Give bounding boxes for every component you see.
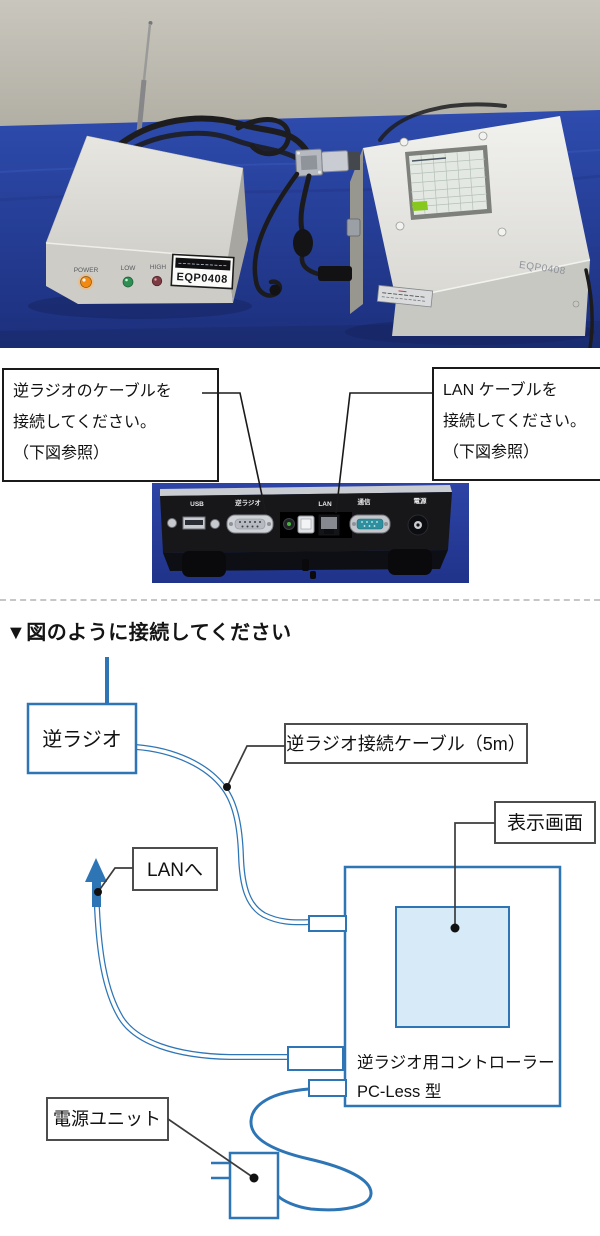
power-plug-photo [318,266,352,281]
connector-radio [308,915,347,932]
power-led-icon [78,274,94,290]
callout-lan-line2: 接続してください。 [443,413,587,430]
radio-unit-label: 逆ラジオ [42,728,122,751]
led-label-power: POWER [74,267,99,274]
product-photo: POWER LOW HIGH [0,0,600,348]
cable-radio-to-controller [133,744,313,926]
callout-lan-line3: （下図参照） [443,444,540,461]
controller-label-2: PC-Less 型 [357,1082,441,1101]
panel-screw [210,519,220,529]
left-device: POWER LOW HIGH [45,135,248,304]
cable-label-box [284,723,528,764]
leader-dots [94,783,460,1183]
connector-power [308,1079,347,1097]
usb-a-port [182,516,206,530]
lan-port [317,513,341,537]
diagram-heading: ▼図のように接続してください [6,622,292,644]
lan-label-box [132,847,218,891]
port-label-comm: 通信 [358,497,372,506]
cable-label: 逆ラジオ接続ケーブル（5m） [286,733,526,754]
controller-label-1: 逆ラジオ用コントローラー [357,1053,555,1072]
cable-bundle [115,102,507,163]
section-divider [0,599,600,601]
leader-lan-label [97,867,133,893]
cable-power [249,1087,373,1212]
cable-lan-to-controller [94,905,293,1060]
screen-label: 表示画面 [507,812,583,834]
callout-radio-line3: （下図参照） [13,445,110,462]
device-feet [182,549,432,579]
port-label-radio: 逆ラジオ [235,498,261,507]
leader-cable-label [226,745,285,788]
serial-connectors-and-cables [252,148,594,348]
port-label-lan: LAN [318,501,332,508]
ferrite-bead [293,229,313,257]
callout-lan-line1: LAN ケーブルを [443,382,558,399]
lan-label: LANへ [147,860,203,881]
power-unit-label: 電源ユニット [53,1109,161,1129]
callout-radio-cable: 逆ラジオのケーブルを 接続してください。 （下図参照） [2,368,219,482]
antenna [136,21,153,133]
left-device-model-label: EQP0408 [170,253,235,290]
product-photo-image: POWER LOW HIGH [0,0,600,348]
lcd-screen [405,145,492,220]
leader-power-label [167,1118,255,1179]
screen-label-box [494,801,596,844]
screws [395,131,507,237]
connector-lan [287,1046,344,1071]
panel-screw [167,518,177,528]
low-led-icon [122,276,134,288]
comm-db9-port [349,514,391,534]
led-label-high: HIGH [150,264,167,271]
usb-b-port [297,515,315,534]
left-device-model-text: EQP0408 [176,271,228,286]
connection-diagram: 逆ラジオ 逆ラジオ接続ケーブル（5m） LANへ 表示画面 逆ラジオ用コントロー… [26,657,596,1220]
port-label-usb: USB [190,501,204,508]
callout-radio-line2: 接続してください。 [13,414,157,431]
led-label-low: LOW [121,265,137,272]
high-led-icon [151,275,163,287]
aux-jack [283,518,295,530]
right-device-info-label [376,284,434,308]
rear-panel-photo: USB 逆ラジオ LAN 通信 電源 [152,483,469,583]
callout-radio-line1: 逆ラジオのケーブルを [13,383,172,400]
dc-power-jack [407,514,429,536]
leader-screen-label [454,822,495,928]
radio-db9-port [226,514,274,534]
callout-lan-cable: LAN ケーブルを 接続してください。 （下図参照） [432,367,600,481]
lan-arrow-icon [85,858,107,907]
radio-unit-box [26,702,138,775]
right-device: EQP0408 [350,116,591,336]
plug-prongs [211,1161,231,1180]
port-label-power: 電源 [414,496,428,505]
power-plug-box [228,1151,280,1220]
